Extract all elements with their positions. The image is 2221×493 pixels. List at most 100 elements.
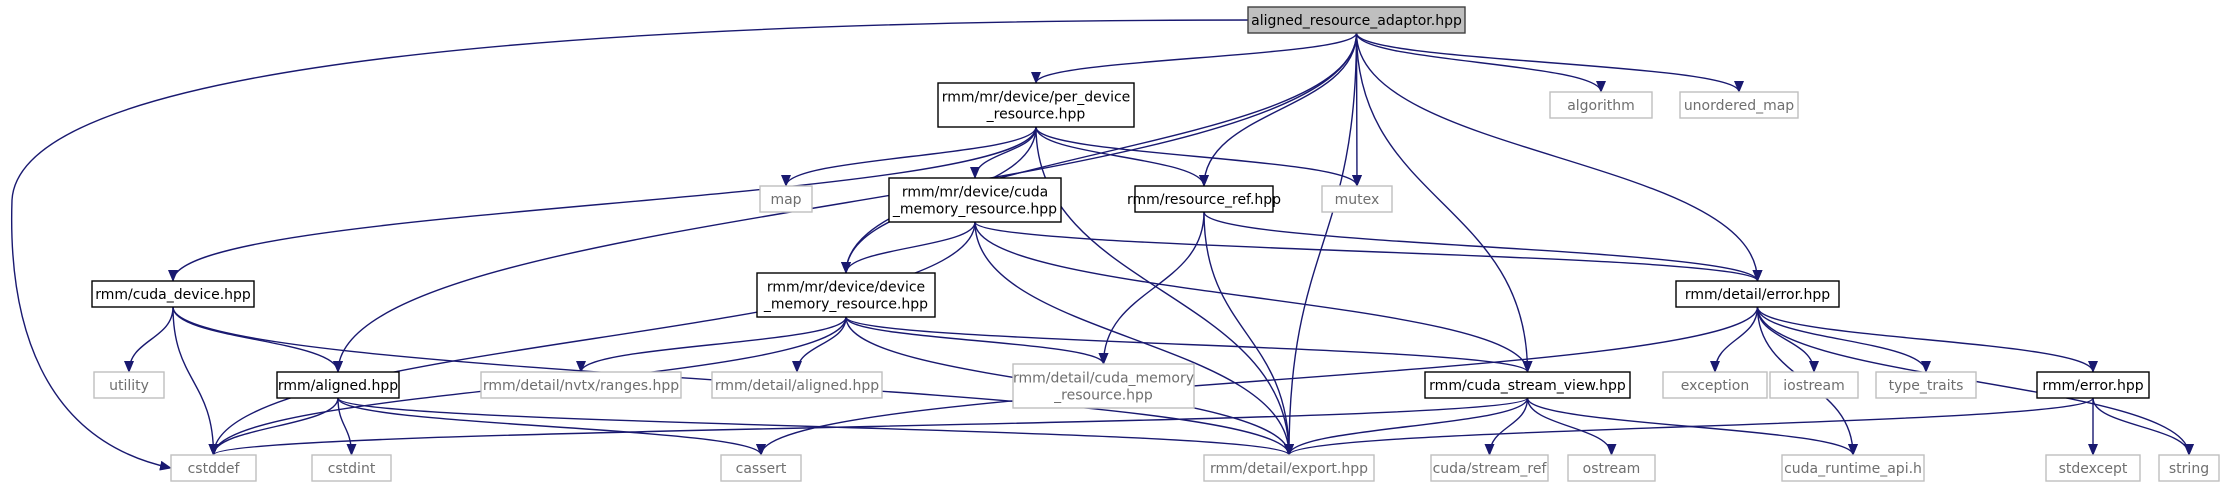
node-box [1247,6,1466,34]
node-per-device[interactable]: rmm/mr/device/per_device_resource.hpp [937,82,1135,128]
edge-device-mr-to-nvtx [576,316,847,373]
node-label: string [2169,461,2209,477]
node-cuda-device[interactable]: rmm/cuda_device.hpp [91,280,255,308]
node-box [2036,371,2150,399]
node-box [1679,91,1799,119]
node-type-traits[interactable]: type_traits [1875,371,1977,399]
node-ostream[interactable]: ostream [1567,454,1656,482]
node-box [937,82,1135,128]
edge-main-to-per-device [1031,32,1358,84]
edge-per-device-to-mutex [1035,126,1362,187]
node-label: iostream [1783,378,1845,394]
edge-aligned-to-export [337,397,1294,456]
node-nvtx[interactable]: rmm/detail/nvtx/ranges.hpp [480,371,682,399]
edge-error-to-string [2092,397,2194,456]
node-error[interactable]: rmm/error.hpp [2036,371,2150,399]
edge-resource-ref-to-detail-cuda-mr [1098,211,1205,365]
node-box [720,454,802,482]
node-stdexcept[interactable]: stdexcept [2045,454,2141,482]
node-box [1567,454,1656,482]
node-box [1781,454,1925,482]
edge-stream-view-to-ostream [1526,397,1617,456]
node-label: rmm/detail/aligned.hpp [715,378,879,394]
node-box [93,371,165,399]
node-cstddef[interactable]: cstddef [170,454,257,482]
node-error-detail[interactable]: rmm/detail/error.hpp [1675,280,1840,308]
node-label: rmm/detail/nvtx/ranges.hpp [483,378,679,394]
edge-main-to-unordered-map [1355,32,1744,93]
node-label: cuda_runtime_api.h [1784,461,1922,477]
node-box [276,371,400,399]
node-device-mr[interactable]: rmm/mr/device/device_memory_resource.hpp [756,272,936,318]
node-aligned[interactable]: rmm/aligned.hpp [276,371,400,399]
node-string[interactable]: string [2158,454,2220,482]
edges-layer [10,19,2194,471]
node-label: _resource.hpp [1053,388,1153,404]
edge-per-device-to-resource-ref [1035,126,1209,187]
edge-stream-view-to-export [1284,397,1529,456]
node-label: type_traits [1889,378,1964,394]
edge-device-mr-to-detail-cuda-mr [845,316,1109,365]
node-box [1662,371,1768,399]
node-box [888,177,1062,223]
node-box [1769,371,1859,399]
edge-cuda-device-to-utility [124,306,174,373]
node-label: aligned_resource_adaptor.hpp [1251,13,1462,29]
node-box [1134,185,1274,213]
edge-cuda-device-to-aligned [172,306,343,373]
edge-error-detail-to-exception [1710,306,1759,373]
node-box [756,272,936,318]
edge-resource-ref-to-error-detail [1203,211,1763,282]
edge-error-to-export [1284,397,2094,456]
node-label: rmm/mr/device/per_device [942,90,1131,106]
nodes-layer: aligned_resource_adaptor.hpp rmm/mr/devic… [91,6,2220,482]
node-cassert[interactable]: cassert [720,454,802,482]
node-algorithm[interactable]: algorithm [1549,91,1653,119]
node-resource-ref[interactable]: rmm/resource_ref.hpp [1127,185,1281,213]
node-label: rmm/detail/export.hpp [1210,461,1368,477]
node-utility[interactable]: utility [93,371,165,399]
node-label: mutex [1335,192,1380,208]
node-box [170,454,257,482]
node-runtime-api[interactable]: cuda_runtime_api.h [1781,454,1925,482]
node-label: cassert [736,461,787,477]
edge-cuda-mr-to-error-detail [974,221,1763,282]
node-unordered-map[interactable]: unordered_map [1679,91,1799,119]
node-label: _memory_resource.hpp [892,202,1057,218]
node-export[interactable]: rmm/detail/export.hpp [1203,454,1375,482]
node-exception[interactable]: exception [1662,371,1768,399]
node-stream-ref[interactable]: cuda/stream_ref [1430,454,1549,482]
node-label: cstdint [328,461,376,477]
node-cuda-mr[interactable]: rmm/mr/device/cuda_memory_resource.hpp [888,177,1062,223]
edge-main-to-algorithm [1355,32,1606,93]
edge-error-detail-to-type-traits [1756,306,1931,373]
node-box [1875,371,1977,399]
node-main[interactable]: aligned_resource_adaptor.hpp [1247,6,1466,34]
edge-main-to-resource-ref [1199,32,1358,187]
edge-aligned-to-cstddef [208,397,339,456]
node-label: rmm/detail/cuda_memory [1013,371,1194,387]
node-box [1549,91,1653,119]
node-label: _memory_resource.hpp [763,297,928,313]
node-box [759,185,813,213]
node-detail-cuda-mr[interactable]: rmm/detail/cuda_memory_resource.hpp [1012,363,1195,409]
node-detail-aligned[interactable]: rmm/detail/aligned.hpp [711,371,883,399]
edge-device-mr-to-detail-aligned [792,316,847,373]
node-label: ostream [1583,461,1641,477]
node-label: rmm/error.hpp [2042,378,2143,394]
edge-main-to-aligned [333,32,1358,373]
node-stream-view[interactable]: rmm/cuda_stream_view.hpp [1424,371,1631,399]
edge-aligned-to-cstdint [337,397,357,456]
node-label: unordered_map [1684,98,1794,114]
node-mutex[interactable]: mutex [1321,185,1393,213]
node-label: algorithm [1567,98,1635,114]
node-label: rmm/mr/device/cuda [902,185,1048,201]
node-iostream[interactable]: iostream [1769,371,1859,399]
edge-error-detail-to-error [1756,306,2098,373]
node-cstdint[interactable]: cstdint [311,454,392,482]
node-label: stdexcept [2059,461,2128,477]
node-map[interactable]: map [759,185,813,213]
node-label: rmm/cuda_stream_view.hpp [1429,378,1626,394]
node-box [1203,454,1375,482]
